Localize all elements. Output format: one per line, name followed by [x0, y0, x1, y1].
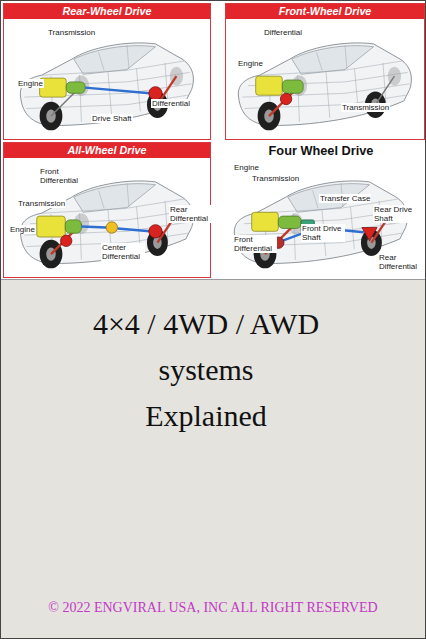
- part-label: Front Differential: [233, 235, 277, 253]
- wrap-spacer: [306, 347, 331, 497]
- part-label: Rear Differential: [378, 253, 422, 271]
- panel-heading: Front-Wheel Drive: [226, 4, 424, 19]
- part-label: Front Differential: [39, 167, 83, 185]
- part-label: Transmission: [341, 103, 390, 112]
- part-label: Engine: [237, 59, 264, 68]
- panel-heading: Rear-Wheel Drive: [4, 4, 210, 19]
- part-label: Transfer Case: [319, 194, 371, 203]
- title: 4×4 / 4WD / AWD systems Explained: [81, 301, 331, 497]
- part-label: Differential: [263, 28, 303, 37]
- part-label: Center Differential: [101, 243, 145, 261]
- part-label: Front Drive Shaft: [301, 224, 345, 242]
- part-label: Rear Drive Shaft: [373, 205, 417, 223]
- part-label: Rear Differential: [169, 205, 213, 223]
- part-label: Drive Shaft: [91, 114, 133, 123]
- drive-panel: Front-Wheel Drive: [225, 3, 425, 140]
- part-label: Engine: [9, 225, 36, 234]
- copyright-caption: © 2022 ENGVIRAL USA, INC ALL RIGHT RESER…: [1, 599, 425, 617]
- part-label: Transmission: [17, 199, 66, 208]
- part-label: Differential: [151, 99, 191, 108]
- panel-heading: Four Wheel Drive: [217, 142, 425, 159]
- wrap-spacer: [81, 301, 82, 347]
- part-label: Transmission: [47, 28, 96, 37]
- part-label: Engine: [233, 163, 260, 172]
- part-label: Engine: [17, 79, 44, 88]
- part-label: Transmission: [251, 174, 300, 183]
- wrap-spacer: [81, 347, 106, 497]
- wrap-spacer: [330, 301, 331, 347]
- panel-heading: All-Wheel Drive: [4, 143, 210, 158]
- car-illustrations: [1, 1, 426, 281]
